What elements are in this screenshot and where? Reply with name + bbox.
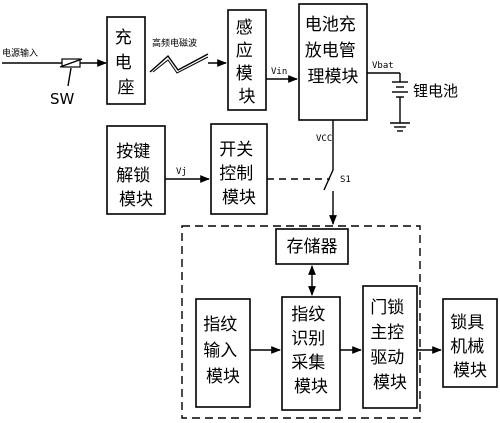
bms-line-1: 电池充 <box>305 15 356 35</box>
vj-label: Vj <box>176 167 187 177</box>
lock-main-control-line-4: 模块 <box>373 373 407 393</box>
lock-system-enclosure <box>181 225 421 419</box>
key-unlock-module-label: 按键 解锁 模块 <box>116 142 155 210</box>
sw-fuse-diagonal <box>59 58 83 68</box>
lock-mechanical-line-1: 锁具 <box>450 313 484 333</box>
switch-control-line-2: 控制 <box>219 164 253 184</box>
bms-line-3: 理模块 <box>308 67 359 87</box>
bms-label: 电池充 放电管 理模块 <box>305 15 361 87</box>
key-unlock-line-1: 按键 <box>116 142 150 162</box>
lock-main-control-module-label: 门锁 主控 驱动 模块 <box>370 298 409 393</box>
storage-label: 存储器 <box>287 237 338 257</box>
s1-label: S1 <box>340 175 351 185</box>
lock-main-control-module-box <box>362 285 418 409</box>
lock-mechanical-module-label: 锁具 机械 模块 <box>450 313 489 381</box>
lock-mechanical-line-3: 模块 <box>453 361 487 381</box>
fingerprint-recognition-module-label: 指纹 识别 采集 模块 <box>291 305 330 397</box>
charging-dock-char-3: 座 <box>118 78 135 98</box>
fingerprint-recognition-line-4: 模块 <box>294 377 328 397</box>
ground-symbol <box>390 122 410 132</box>
lock-main-control-line-1: 门锁 <box>370 298 404 318</box>
vbat-label: Vbat <box>372 61 394 71</box>
sw-label: SW <box>50 90 75 108</box>
fingerprint-recognition-line-2: 识别 <box>291 329 325 349</box>
fingerprint-input-module-label: 指纹 输入 模块 <box>203 315 242 387</box>
bms-line-2: 放电管 <box>305 41 356 61</box>
induction-char-3: 模 <box>236 64 253 84</box>
switch-control-line-3: 模块 <box>222 188 256 208</box>
fingerprint-input-line-3: 模块 <box>206 367 240 387</box>
hf-wave-symbol-inner <box>152 56 209 74</box>
charging-dock-label: 充 电 座 <box>115 28 137 98</box>
hf-wave-symbol <box>149 53 209 73</box>
charging-dock-char-2: 电 <box>115 53 132 73</box>
switch-control-module-label: 开关 控制 模块 <box>219 140 258 208</box>
induction-char-2: 应 <box>236 41 253 61</box>
key-unlock-line-3: 模块 <box>119 190 153 210</box>
fingerprint-recognition-line-3: 采集 <box>291 353 325 373</box>
fingerprint-recognition-module-box <box>281 296 341 411</box>
lock-main-control-line-3: 驱动 <box>370 348 404 368</box>
switch-control-line-1: 开关 <box>219 140 253 160</box>
lock-main-control-line-2: 主控 <box>370 323 404 343</box>
battery-symbol <box>392 81 408 98</box>
lithium-battery-label: 锂电池 <box>413 82 458 100</box>
charging-dock-char-1: 充 <box>115 28 132 48</box>
charging-dock-box <box>106 16 146 105</box>
induction-module-box <box>227 9 267 111</box>
induction-module-label: 感 应 模 块 <box>236 18 258 107</box>
fingerprint-input-line-2: 输入 <box>203 341 237 361</box>
fingerprint-recognition-line-1: 指纹 <box>291 305 325 325</box>
lock-mechanical-module-box <box>442 298 498 388</box>
sw-pointer <box>67 67 72 87</box>
vin-label: Vin <box>271 67 287 77</box>
fingerprint-input-module-box <box>195 298 251 408</box>
vcc-label: VCC <box>316 134 332 144</box>
induction-char-4: 块 <box>239 87 256 107</box>
key-unlock-line-2: 解锁 <box>116 166 150 186</box>
hf-wave-label: 高频电磁波 <box>152 37 197 49</box>
s1-switch-blade <box>323 169 334 191</box>
storage-box <box>275 228 349 265</box>
switch-control-module-box <box>210 123 268 215</box>
power-input-label: 电源输入 <box>2 47 38 59</box>
fingerprint-input-line-1: 指纹 <box>203 315 237 335</box>
induction-char-1: 感 <box>236 18 253 38</box>
lock-mechanical-line-2: 机械 <box>450 337 484 357</box>
key-unlock-module-box <box>106 125 166 215</box>
